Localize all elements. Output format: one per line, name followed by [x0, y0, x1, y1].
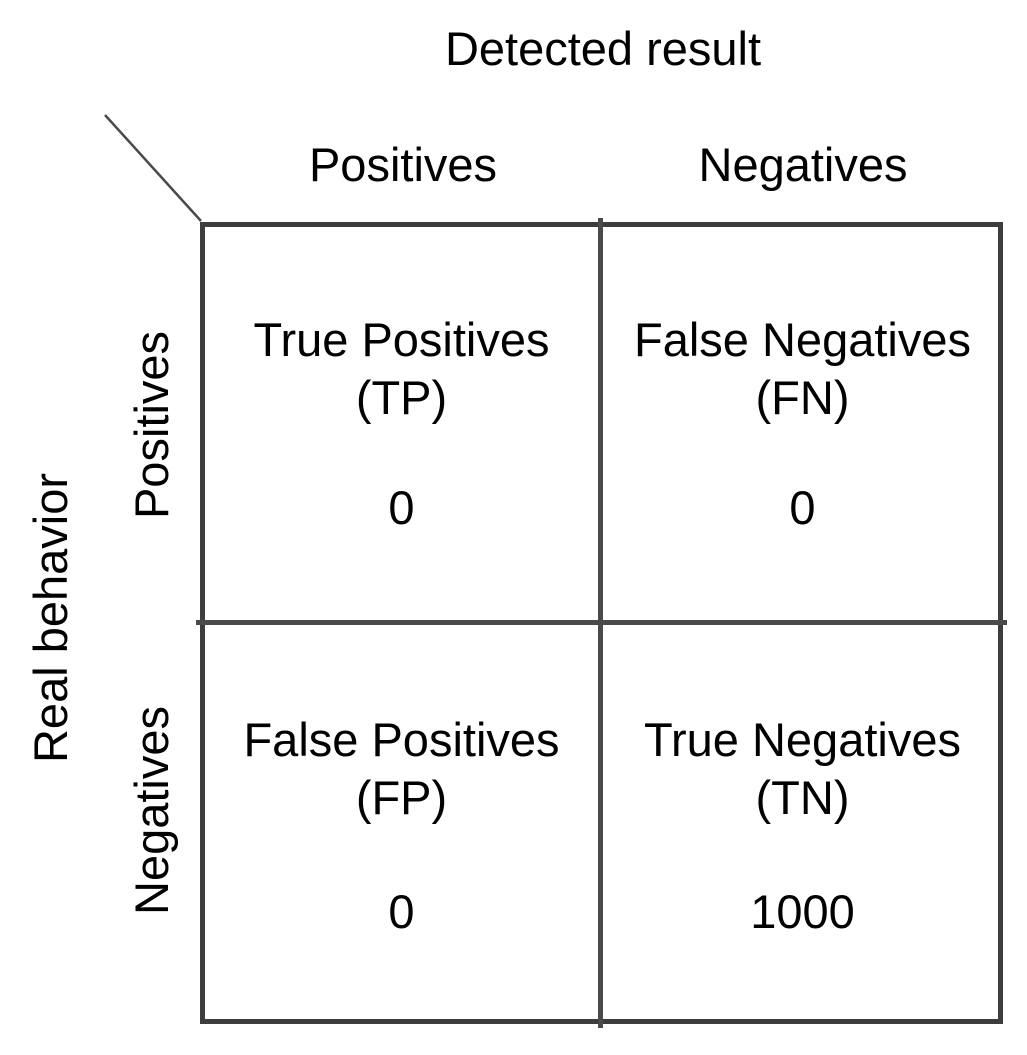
- row-axis-title: Real behavior: [24, 473, 77, 764]
- cell-name: True Positives: [253, 313, 550, 366]
- cell-true-negatives-label: True Negatives (TN): [605, 711, 1000, 827]
- cell-abbrev: (FP): [355, 771, 448, 824]
- cell-false-negatives-label: False Negatives (FN): [605, 311, 1000, 427]
- matrix-horizontal-divider: [196, 620, 1007, 625]
- row-header-negatives: Negatives: [125, 706, 178, 915]
- cell-name: False Negatives: [634, 313, 971, 366]
- cell-false-positives-label: False Positives (FP): [205, 711, 598, 827]
- column-axis-title: Detected result: [444, 22, 762, 75]
- cell-true-negatives-value: 1000: [750, 885, 855, 938]
- cell-abbrev: (TN): [755, 771, 850, 824]
- corner-diagonal-line: [104, 114, 202, 222]
- column-header-positives: Positives: [308, 138, 498, 191]
- cell-true-positives-value: 0: [388, 481, 415, 534]
- cell-false-negatives-value: 0: [789, 481, 816, 534]
- cell-abbrev: (TP): [355, 371, 448, 424]
- cell-abbrev: (FN): [755, 371, 850, 424]
- cell-true-positives-label: True Positives (TP): [205, 311, 598, 427]
- row-header-positives: Positives: [125, 330, 178, 520]
- cell-name: False Positives: [243, 713, 560, 766]
- cell-false-positives-value: 0: [388, 885, 415, 938]
- cell-name: True Negatives: [644, 713, 961, 766]
- column-header-negatives: Negatives: [698, 138, 908, 191]
